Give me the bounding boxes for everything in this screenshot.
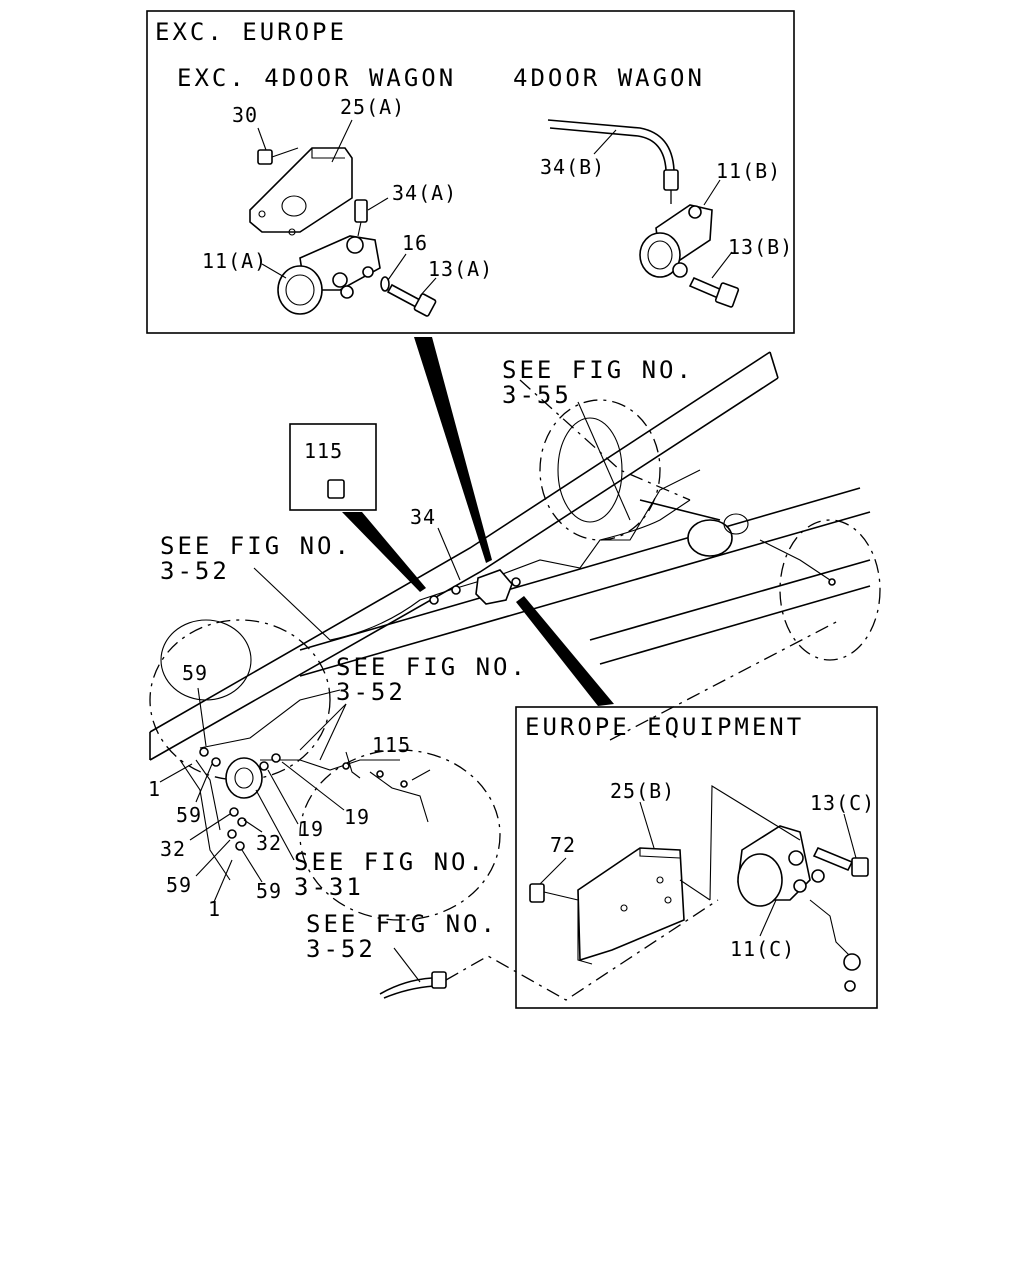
4door-wagon-heading: 4DOOR WAGON [513, 64, 705, 92]
label-11b: 11(B) [716, 159, 781, 183]
valve-11c [737, 825, 861, 992]
fig-3-55-line1: SEE FIG NO. [502, 356, 694, 384]
bracket-25b [577, 847, 685, 965]
fig-3-52-b-line2: 3-52 [336, 678, 406, 706]
callout-59-mid: 59 [176, 803, 202, 827]
label-115-box: 115 [304, 439, 343, 463]
callout-59-low2: 59 [256, 879, 282, 903]
bolt-13a [386, 283, 437, 317]
label-72: 72 [550, 833, 576, 857]
callout-1-top: 1 [148, 777, 161, 801]
bolt-30 [257, 147, 299, 165]
label-16: 16 [402, 231, 428, 255]
part-115-frame [289, 423, 377, 511]
chassis-frame [149, 351, 881, 921]
label-25b: 25(B) [610, 779, 675, 803]
exc-europe-frame [146, 10, 795, 334]
fig-reference-3-52-a: SEE FIG NO. 3-52 [160, 532, 352, 641]
brake-hose [379, 977, 433, 995]
europe-equipment-inset: EUROPE EQUIPMENT [515, 706, 878, 1009]
fig-reference-3-31: SEE FIG NO. 3-31 [255, 789, 486, 901]
label-25a: 25(A) [340, 95, 405, 119]
callout-59-top: 59 [182, 661, 208, 685]
valve-34 [429, 569, 521, 605]
valve-11a [277, 235, 381, 315]
bolt-13b [688, 276, 740, 308]
bolt-72 [529, 883, 579, 903]
pointer-top-inset [414, 337, 492, 563]
fig-3-52-a-line1: SEE FIG NO. [160, 532, 352, 560]
fig-reference-3-52-c: SEE FIG NO. 3-52 [306, 899, 719, 1001]
label-13b: 13(B) [728, 235, 793, 259]
pointer-europe [516, 596, 614, 706]
label-13a: 13(A) [428, 257, 493, 281]
pointer-115 [342, 512, 426, 592]
fig-3-52-c-line1: SEE FIG NO. [306, 910, 498, 938]
fig-reference-3-52-b: SEE FIG NO. 3-52 [299, 653, 528, 761]
callout-1-bottom: 1 [208, 897, 221, 921]
exc-europe-inset: EXC. EUROPE EXC. 4DOOR WAGON 4DOOR WAGON [146, 10, 795, 334]
europe-equipment-title: EUROPE EQUIPMENT [525, 713, 804, 741]
exc-4door-wagon-heading: EXC. 4DOOR WAGON [177, 64, 456, 92]
label-30: 30 [232, 103, 258, 127]
washer-16 [380, 276, 390, 292]
callout-59-low: 59 [166, 873, 192, 897]
callout-19-a: 19 [298, 817, 324, 841]
valve-11b [639, 204, 713, 278]
front-brake-drum [225, 757, 263, 799]
hose-34b [547, 119, 679, 210]
label-34b: 34(B) [540, 155, 605, 179]
fig-3-31-line2: 3-31 [294, 873, 364, 901]
callout-19-b: 19 [344, 805, 370, 829]
callout-34: 34 [410, 505, 436, 529]
fig-3-31-line1: SEE FIG NO. [294, 848, 486, 876]
fig-3-55-line2: 3-55 [502, 381, 572, 409]
label-11a: 11(A) [202, 249, 267, 273]
part-115-inset: 115 [289, 423, 377, 511]
fig-reference-3-55: SEE FIG NO. 3-55 [502, 356, 694, 521]
callout-115: 115 [372, 733, 411, 757]
hose-fitting [431, 971, 447, 989]
fig-3-52-b-line1: SEE FIG NO. [336, 653, 528, 681]
fig-3-52-c-line2: 3-52 [306, 935, 376, 963]
exc-europe-title: EXC. EUROPE [155, 18, 347, 46]
bolt-13c [812, 846, 869, 877]
fitting-34a [354, 199, 368, 237]
fig-3-52-a-line2: 3-52 [160, 557, 230, 585]
label-34a: 34(A) [392, 181, 457, 205]
europe-equipment-frame [515, 706, 878, 1009]
label-11c: 11(C) [730, 937, 795, 961]
callout-32-right: 32 [256, 831, 282, 855]
nut-115 [327, 479, 345, 499]
label-13c: 13(C) [810, 791, 875, 815]
callout-32-left: 32 [160, 837, 186, 861]
